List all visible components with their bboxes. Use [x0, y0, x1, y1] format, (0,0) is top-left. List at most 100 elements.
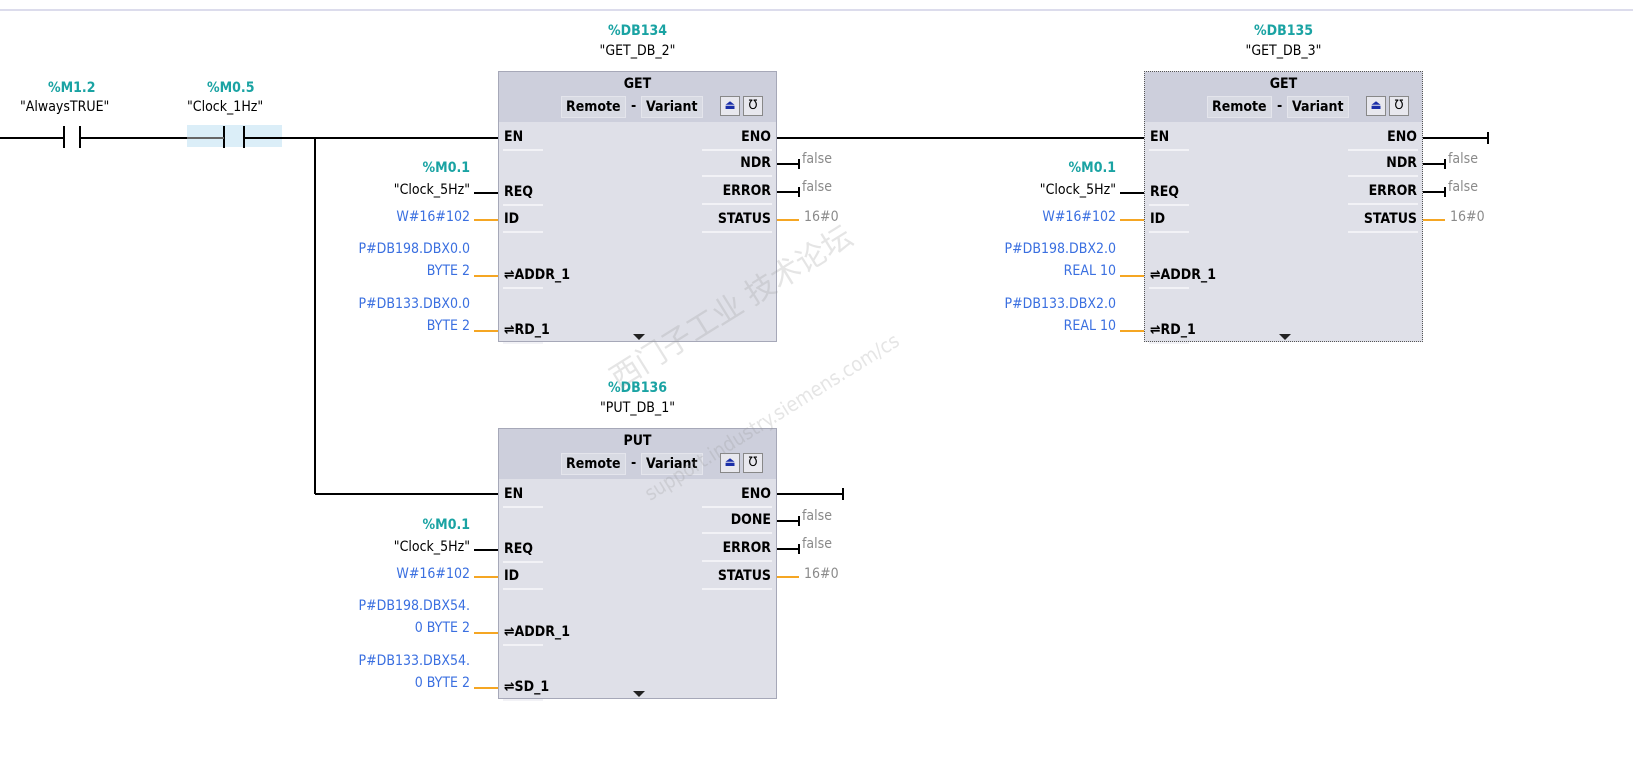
diagnostics-stethoscope-icon[interactable]: ℧: [743, 453, 763, 473]
input-value-line2[interactable]: REAL 10: [1063, 263, 1116, 279]
pin-underline: [702, 588, 772, 590]
pin-status[interactable]: STATUS: [1363, 211, 1417, 227]
expand-block-arrow[interactable]: [633, 691, 645, 697]
output-wire-end: [1444, 187, 1446, 197]
pin-id[interactable]: ID: [504, 568, 520, 584]
input-value-line1[interactable]: P#DB198.DBX54.: [358, 598, 470, 614]
pin-error[interactable]: ERROR: [722, 183, 771, 199]
output-wire-end: [798, 187, 800, 197]
connection-config-icon[interactable]: ⏏: [1366, 96, 1386, 116]
function-block-get[interactable]: GET Remote-Variant ⏏℧ EN REQ ID ⇌ADDR_1 ⇌RD_1 EN…: [498, 71, 777, 344]
pin-error[interactable]: ERROR: [1368, 183, 1417, 199]
input-value-line2[interactable]: 0 BYTE 2: [414, 620, 470, 636]
expand-block-arrow[interactable]: [633, 334, 645, 340]
input-wire: [1120, 275, 1144, 277]
input-wire: [474, 330, 498, 332]
pin-underline: [1348, 175, 1418, 177]
pin-underline: [1348, 149, 1418, 151]
output-wire: [777, 548, 799, 550]
pin-ndr[interactable]: NDR: [1386, 155, 1417, 171]
option-remote-dropdown[interactable]: Remote: [1207, 96, 1272, 118]
pin-en[interactable]: EN: [504, 486, 524, 502]
output-wire: [777, 576, 799, 578]
input-value-line1[interactable]: P#DB133.DBX2.0: [1004, 296, 1116, 312]
option-remote-dropdown[interactable]: Remote: [561, 96, 626, 118]
input-value-req[interactable]: "Clock_5Hz": [393, 539, 470, 555]
input-value-line1[interactable]: P#DB198.DBX0.0: [358, 241, 470, 257]
input-value-req[interactable]: "Clock_5Hz": [393, 182, 470, 198]
pin-underline: [503, 561, 543, 563]
input-address: %M0.1: [1068, 160, 1116, 176]
output-wire-end: [798, 516, 800, 526]
option-variant-dropdown[interactable]: Variant: [1287, 96, 1349, 118]
contact-alwaystrue[interactable]: [50, 120, 95, 156]
pin-underline: [702, 560, 772, 562]
pin-id[interactable]: ID: [1150, 211, 1166, 227]
pin-sd-1[interactable]: ⇌SD_1: [504, 679, 550, 695]
option-separator: -: [631, 98, 637, 114]
contact-clock1hz-selection: [187, 125, 282, 147]
pin-addr-1[interactable]: ⇌ADDR_1: [1150, 267, 1216, 283]
instance-db-address: %DB136: [608, 380, 667, 396]
diagnostics-stethoscope-icon[interactable]: ℧: [743, 96, 763, 116]
pin-underline: [702, 149, 772, 151]
pin-ndr[interactable]: NDR: [740, 155, 771, 171]
output-wire-end: [798, 159, 800, 169]
input-value-line1[interactable]: P#DB198.DBX2.0: [1004, 241, 1116, 257]
pin-rd-1[interactable]: ⇌RD_1: [1150, 322, 1196, 338]
output-value-error: false: [802, 179, 832, 195]
pin-addr-1[interactable]: ⇌ADDR_1: [504, 267, 570, 283]
pin-underline: [503, 231, 543, 233]
pin-underline: [503, 644, 543, 646]
pin-underline: [702, 532, 772, 534]
option-variant-dropdown[interactable]: Variant: [641, 453, 703, 475]
pin-id[interactable]: ID: [504, 211, 520, 227]
option-remote-dropdown[interactable]: Remote: [561, 453, 626, 475]
pin-underline: [702, 231, 772, 233]
pin-underline: [503, 287, 543, 289]
input-value-line2[interactable]: 0 BYTE 2: [414, 675, 470, 691]
block-type-title: GET: [623, 76, 652, 92]
input-value-id[interactable]: W#16#102: [1042, 209, 1116, 225]
pin-en[interactable]: EN: [504, 129, 524, 145]
input-value-id[interactable]: W#16#102: [396, 209, 470, 225]
instance-db-name: "GET_DB_2": [599, 43, 676, 59]
pin-addr-1[interactable]: ⇌ADDR_1: [504, 624, 570, 640]
input-value-line2[interactable]: REAL 10: [1063, 318, 1116, 334]
input-wire: [474, 632, 498, 634]
expand-block-arrow[interactable]: [1279, 334, 1291, 340]
pin-eno[interactable]: ENO: [741, 129, 771, 145]
input-value-id[interactable]: W#16#102: [396, 566, 470, 582]
pin-done[interactable]: DONE: [730, 512, 771, 528]
contact-clock1hz[interactable]: [187, 120, 282, 156]
output-wire-end: [798, 544, 800, 554]
pin-eno[interactable]: ENO: [1387, 129, 1417, 145]
pin-rd-1[interactable]: ⇌RD_1: [504, 322, 550, 338]
input-address: %M0.1: [422, 517, 470, 533]
pin-en[interactable]: EN: [1150, 129, 1170, 145]
pin-req[interactable]: REQ: [504, 541, 534, 557]
output-wire: [1423, 219, 1445, 221]
contact-clock1hz-symbol: "Clock_1Hz": [187, 99, 264, 115]
option-variant-dropdown[interactable]: Variant: [641, 96, 703, 118]
diagnostics-stethoscope-icon[interactable]: ℧: [1389, 96, 1409, 116]
connection-config-icon[interactable]: ⏏: [720, 96, 740, 116]
output-wire: [1423, 191, 1445, 193]
pin-req[interactable]: REQ: [1150, 184, 1180, 200]
pin-eno[interactable]: ENO: [741, 486, 771, 502]
input-value-line2[interactable]: BYTE 2: [426, 263, 470, 279]
pin-status[interactable]: STATUS: [717, 568, 771, 584]
pin-req[interactable]: REQ: [504, 184, 534, 200]
pin-status[interactable]: STATUS: [717, 211, 771, 227]
contact-clock1hz-address: %M0.5: [207, 80, 255, 96]
pin-error[interactable]: ERROR: [722, 540, 771, 556]
connection-config-icon[interactable]: ⏏: [720, 453, 740, 473]
input-value-line1[interactable]: P#DB133.DBX54.: [358, 653, 470, 669]
input-value-line1[interactable]: P#DB133.DBX0.0: [358, 296, 470, 312]
input-value-req[interactable]: "Clock_5Hz": [1039, 182, 1116, 198]
pin-underline: [503, 506, 543, 508]
input-value-line2[interactable]: BYTE 2: [426, 318, 470, 334]
